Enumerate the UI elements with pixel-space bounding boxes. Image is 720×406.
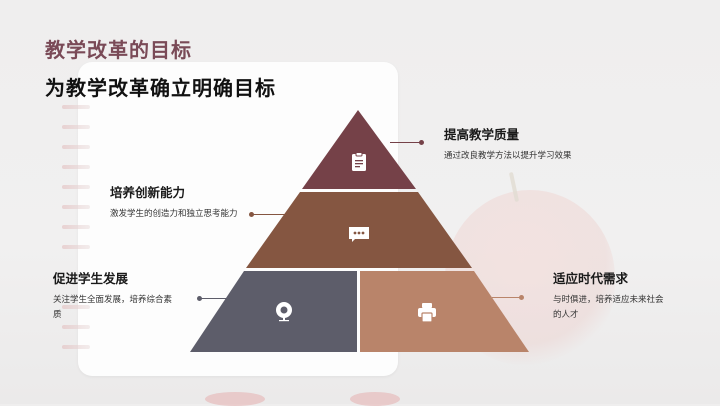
notebook-spiral xyxy=(62,325,90,329)
notebook-spiral xyxy=(62,225,90,229)
goal-description: 通过改良教学方法以提升学习效果 xyxy=(444,151,572,161)
connector-dot-middle xyxy=(249,212,254,217)
goal-description: 与时俱进，培养适应未来社会的人才 xyxy=(553,295,664,320)
connector-line-bottom-left xyxy=(200,298,230,299)
background-berries xyxy=(205,392,265,406)
background-berries xyxy=(350,392,400,406)
goal-innovation: 培养创新能力 激发学生的创造力和独立思考能力 xyxy=(110,182,240,222)
notebook-spiral xyxy=(62,345,90,349)
goal-student-development: 促进学生发展 关注学生全面发展，培养综合素质 xyxy=(53,268,177,323)
section-title: 教学改革的目标 xyxy=(45,38,192,62)
webcam-icon xyxy=(272,300,296,324)
notebook-spiral xyxy=(62,245,90,249)
connector-dot-top xyxy=(419,140,424,145)
goal-description: 关注学生全面发展，培养综合素质 xyxy=(53,295,173,320)
goal-title: 促进学生发展 xyxy=(53,271,129,286)
page-title: 为教学改革确立明确目标 xyxy=(45,76,276,100)
goal-improve-quality: 提高教学质量 通过改良教学方法以提升学习效果 xyxy=(444,124,579,164)
notebook-spiral xyxy=(62,305,90,309)
chat-bubble-icon xyxy=(347,222,371,246)
notebook-spiral xyxy=(62,145,90,149)
pyramid-tier-bottom-right[interactable] xyxy=(360,271,529,352)
pyramid-tier-bottom-left[interactable] xyxy=(190,271,357,352)
notebook-spiral xyxy=(62,105,90,109)
connector-line-top xyxy=(390,142,420,143)
goal-title: 适应时代需求 xyxy=(553,271,629,286)
goal-description: 激发学生的创造力和独立思考能力 xyxy=(110,209,238,219)
connector-line-middle xyxy=(252,214,310,215)
connector-line-bottom-right xyxy=(492,297,522,298)
goal-title: 提高教学质量 xyxy=(444,127,520,142)
notebook-spiral xyxy=(62,205,90,209)
pyramid-tier-top[interactable] xyxy=(302,110,416,189)
notebook-spiral xyxy=(62,125,90,129)
notebook-spiral xyxy=(62,185,90,189)
connector-dot-bottom-right xyxy=(519,295,524,300)
printer-icon xyxy=(415,300,439,324)
goal-adapt-times: 适应时代需求 与时俱进，培养适应未来社会的人才 xyxy=(553,268,665,323)
connector-dot-bottom-left xyxy=(197,296,202,301)
clipboard-icon xyxy=(347,150,371,174)
goal-title: 培养创新能力 xyxy=(110,185,186,200)
notebook-spiral xyxy=(62,165,90,169)
